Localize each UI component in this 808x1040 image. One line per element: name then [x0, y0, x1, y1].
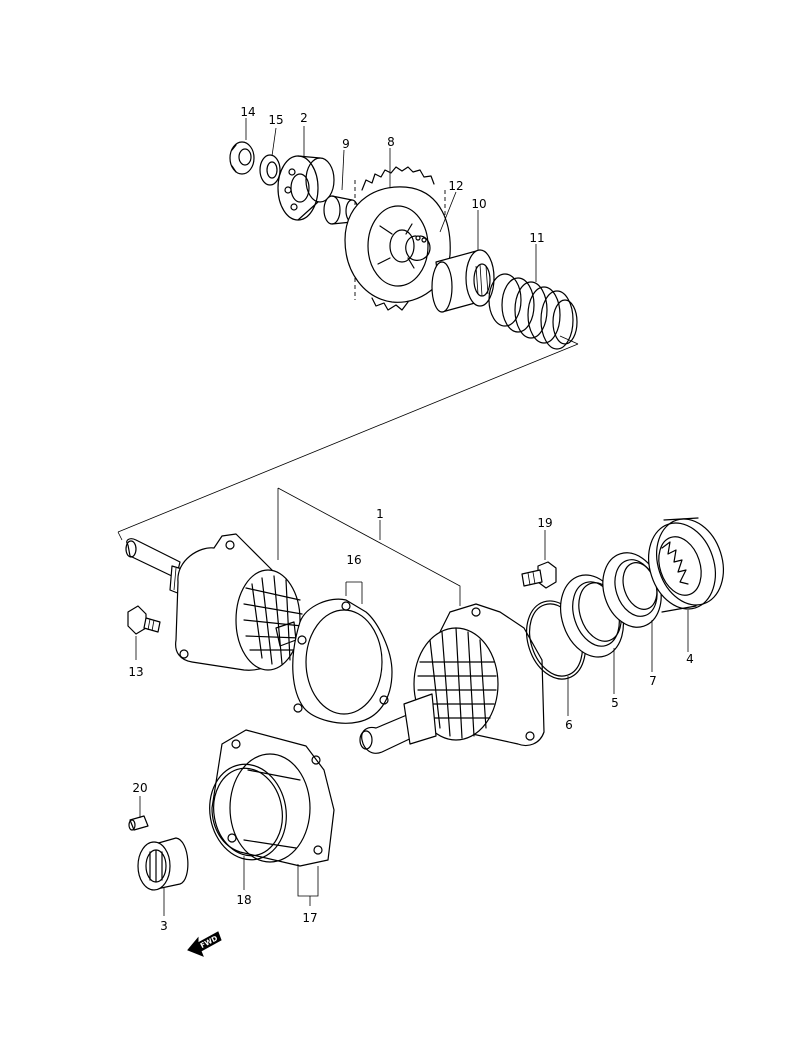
fwd-arrow-text: FWD — [199, 934, 219, 950]
label-8: 8 — [387, 135, 395, 149]
part-1-reference-frame — [277, 487, 461, 606]
part-19-bolt — [521, 561, 557, 589]
part-12-circlip — [405, 235, 431, 261]
part-2-bearing — [277, 155, 335, 221]
part-11-spring — [488, 273, 578, 350]
label-2: 2 — [300, 111, 308, 125]
label-1: 1 — [376, 507, 384, 521]
leader-lines — [135, 118, 689, 916]
label-3: 3 — [160, 919, 168, 933]
label-9: 9 — [342, 137, 350, 151]
part-15-washer — [259, 154, 281, 186]
part-20-pin — [128, 815, 149, 831]
label-6: 6 — [565, 718, 573, 732]
part-3-bearing — [137, 837, 189, 891]
label-12: 12 — [448, 179, 463, 193]
part-10-sleeve — [431, 249, 495, 313]
label-10: 10 — [471, 197, 486, 211]
part-14-nut — [229, 141, 255, 175]
part-labels: 14 15 2 9 8 12 10 11 1 19 16 13 4 7 5 6 … — [128, 105, 693, 933]
left-housing-pinion — [125, 533, 303, 671]
part-18-o-ring — [209, 763, 287, 861]
part-8-bevel-gear — [344, 166, 451, 311]
label-14: 14 — [240, 105, 255, 119]
part-16-gasket — [292, 581, 393, 724]
label-13: 13 — [128, 665, 143, 679]
label-15: 15 — [268, 113, 283, 127]
right-housing-ring-gear — [359, 603, 545, 754]
fwd-arrow: FWD — [187, 931, 222, 957]
part-4-ring-nut — [648, 517, 724, 613]
label-11: 11 — [529, 231, 544, 245]
label-7: 7 — [649, 674, 657, 688]
part-13-bolt — [127, 605, 161, 635]
label-20: 20 — [132, 781, 147, 795]
part-17-bracket — [297, 864, 319, 906]
label-17: 17 — [302, 911, 317, 925]
label-5: 5 — [611, 696, 619, 710]
label-18: 18 — [236, 893, 251, 907]
label-4: 4 — [686, 652, 694, 666]
label-19: 19 — [537, 516, 552, 530]
label-16: 16 — [346, 553, 361, 567]
